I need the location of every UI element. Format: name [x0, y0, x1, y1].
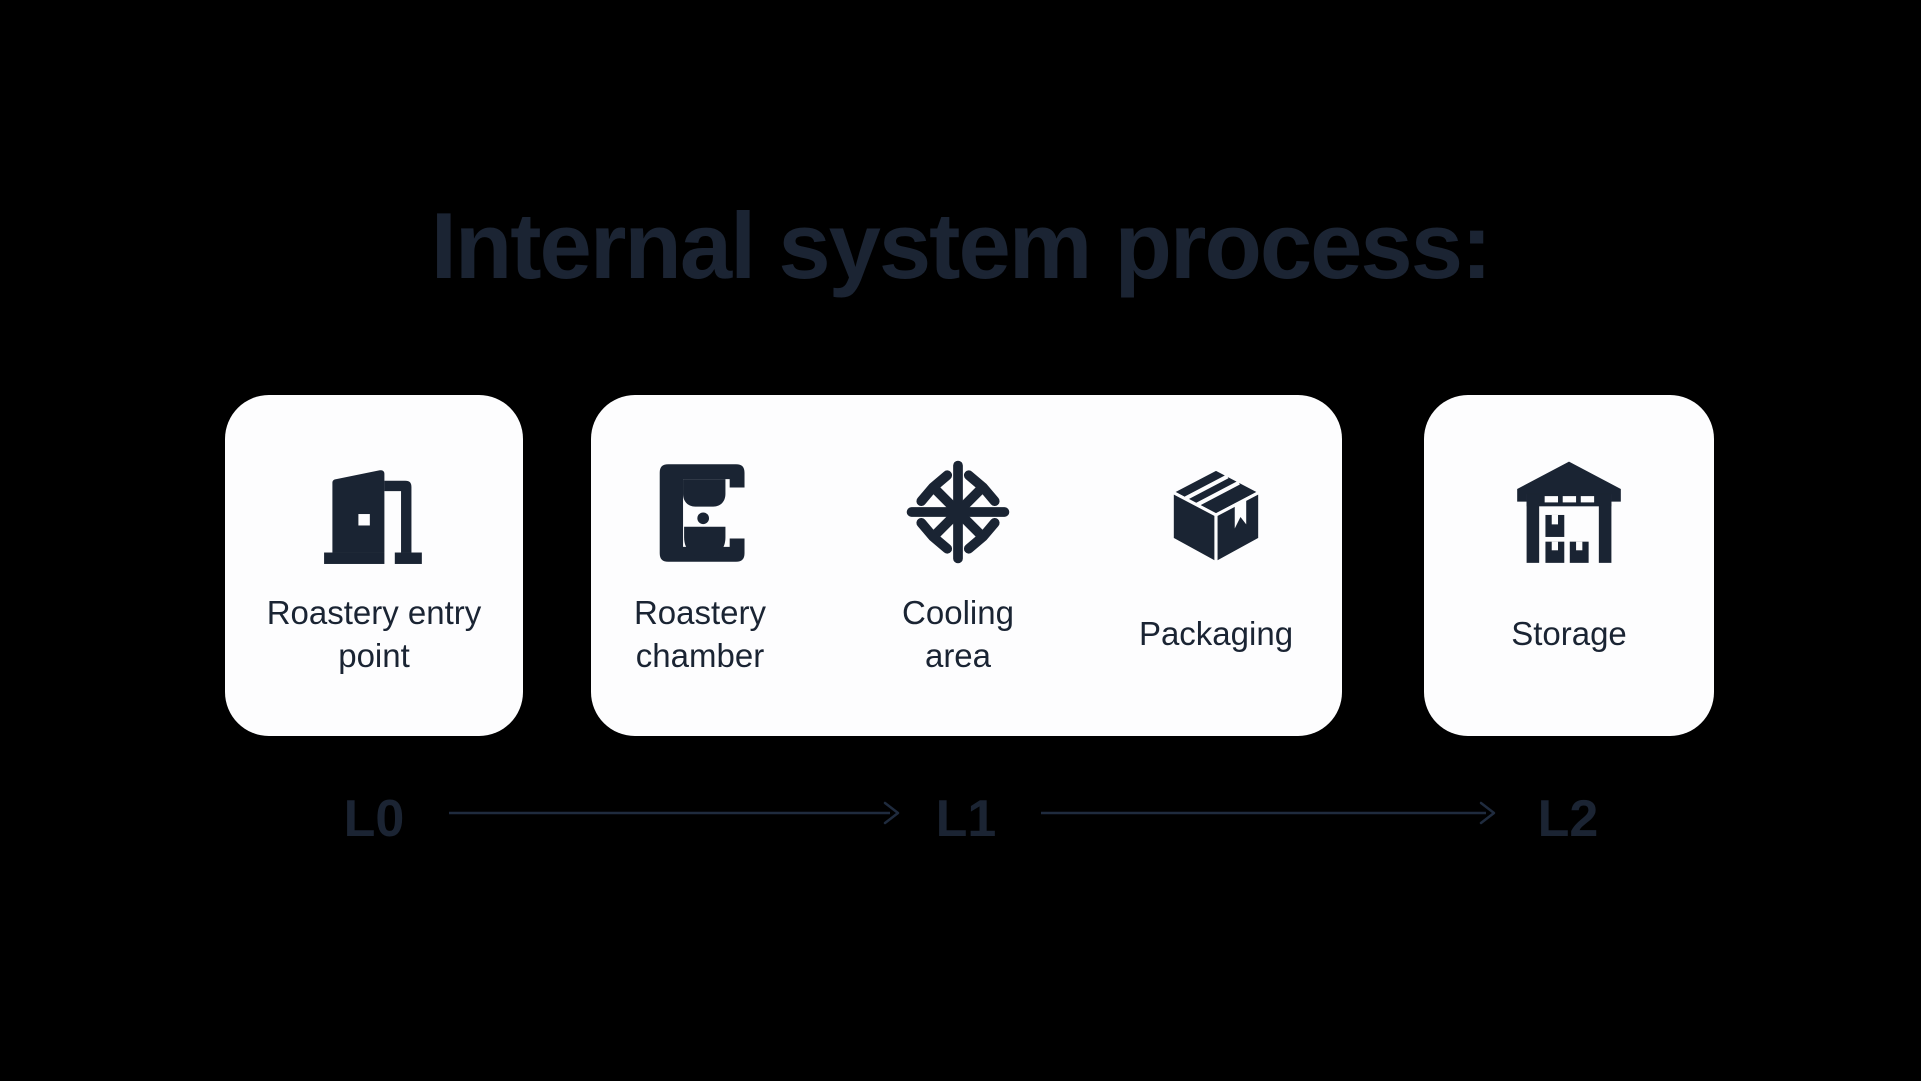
door-open-icon: [322, 454, 426, 566]
stage-item-label: Roastery chamber: [633, 594, 767, 674]
stage-item-label: Storage: [1511, 615, 1627, 653]
stage-item-cooling-area: Cooling area: [863, 454, 1053, 678]
stage-item-roastery-chamber: Roastery chamber: [605, 454, 795, 678]
snowflake-icon: [904, 454, 1012, 566]
stage-item-label: Roastery entry point: [266, 594, 482, 674]
stage-item-label: Packaging: [1138, 615, 1294, 653]
stage-card-l2: Storage: [1424, 395, 1714, 736]
stage-item-storage: Storage: [1474, 454, 1664, 678]
flow-level-l2: L2: [1537, 790, 1599, 848]
stage-item-packaging: Packaging: [1121, 454, 1311, 678]
flow-level-l1: L1: [935, 790, 997, 848]
arrow-l1-to-l2-icon: [1041, 801, 1496, 825]
stage-item-label: Cooling area: [902, 594, 1014, 674]
stage-card-l1: Roastery chamber Cooling area: [591, 395, 1342, 736]
stage-card-l0: Roastery entry point: [225, 395, 523, 736]
coffee-machine-icon: [647, 454, 753, 566]
flow-level-l0: L0: [343, 790, 405, 848]
package-box-icon: [1160, 454, 1272, 566]
page-title: Internal system process:: [430, 193, 1493, 298]
arrow-l0-to-l1-icon: [449, 801, 900, 825]
warehouse-icon: [1510, 454, 1628, 566]
stage-item-roastery-entry: Roastery entry point: [267, 454, 481, 678]
